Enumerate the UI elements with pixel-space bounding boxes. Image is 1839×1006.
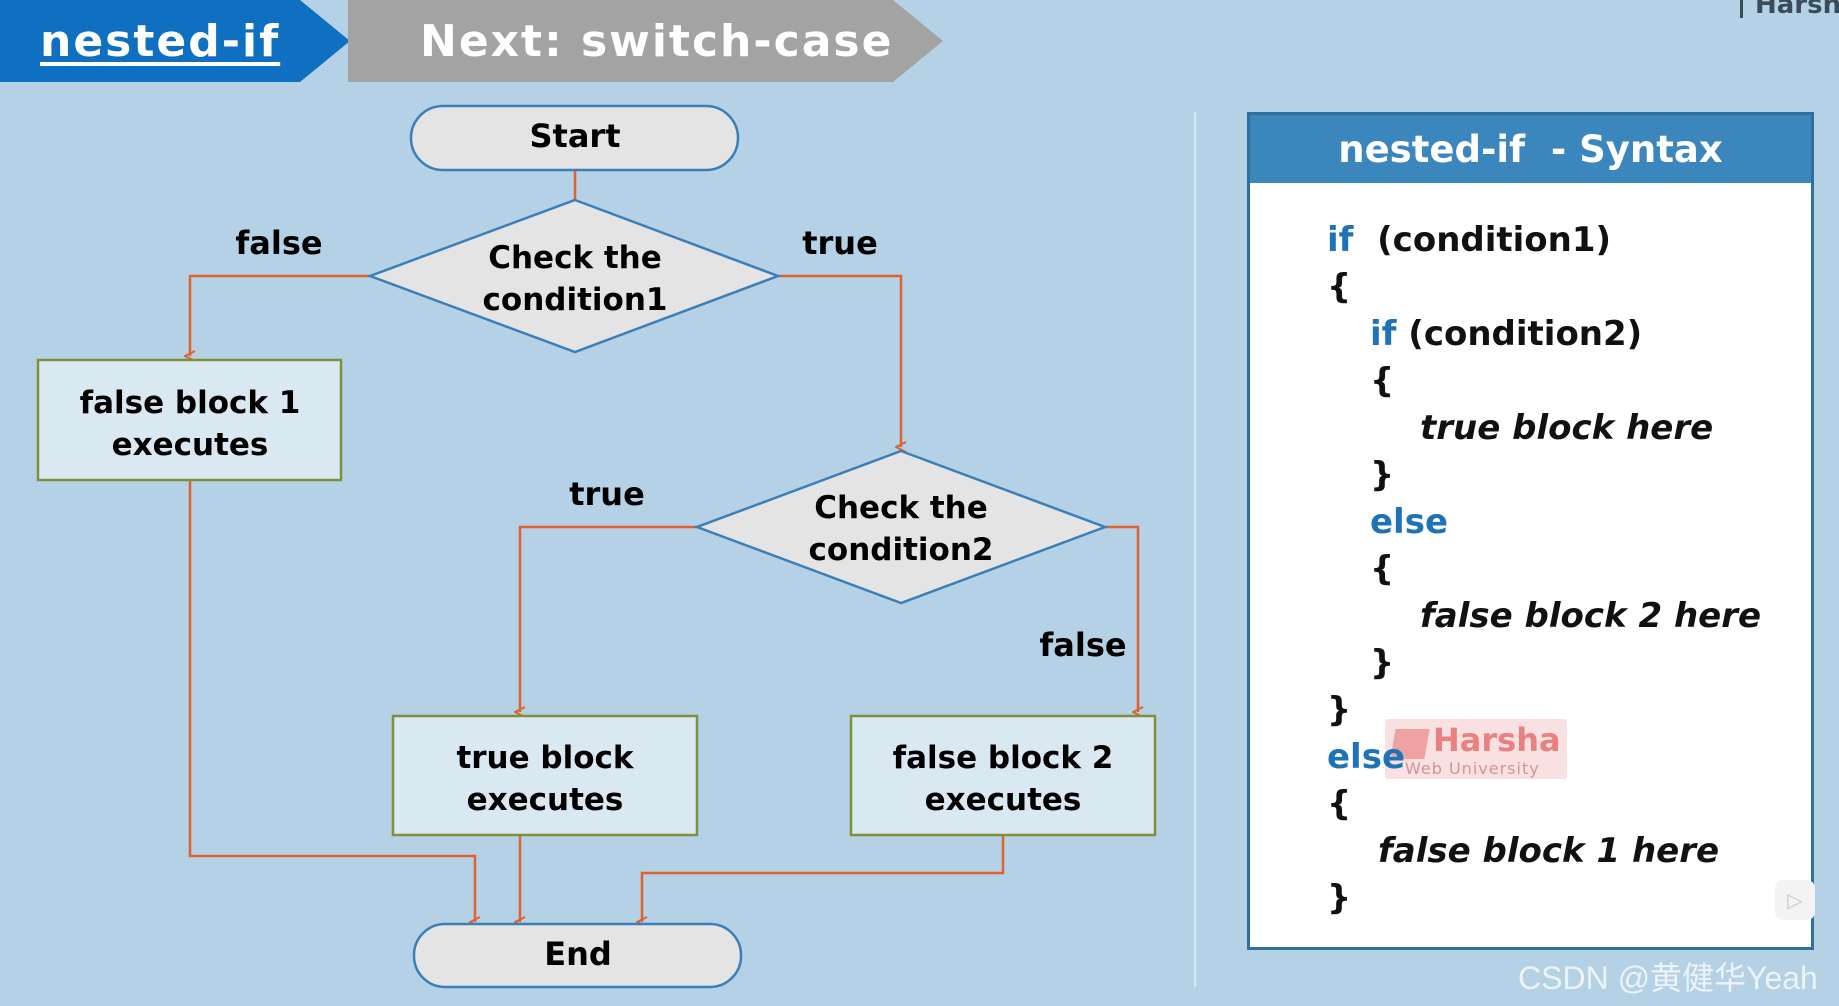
connector-d2-false [1105,525,1138,712]
false-block-2-line1: false block 2 [893,740,1114,776]
code-false-block-1: false block 1 here [1378,831,1720,871]
label-d1-true: true [802,224,878,262]
decision-condition1: Check the condition1 [366,198,782,354]
decision1-line1: Check the [488,240,662,276]
tab-nested-if[interactable]: nested-if [0,0,350,82]
code-line-if1: if (condition1) [1327,220,1611,260]
false-block-2-line2: executes [925,782,1082,818]
label-d2-false: false [1039,626,1126,664]
syntax-panel: nested-if - Syntax if (condition1) { if … [1247,112,1814,950]
code-brace: } [1327,690,1352,730]
connector-d1-false [190,274,370,356]
syntax-title: nested-if - Syntax [1250,115,1811,183]
code-true-block: true block here [1420,408,1714,448]
connector-fb2-end [642,835,1005,922]
label-d1-false: false [235,224,322,262]
watermark-subtitle: Web University [1405,759,1540,778]
false-block-1: false block 1 executes [36,358,343,482]
keyword-else: else [1370,502,1449,542]
watermark-title: Harsha [1433,721,1561,759]
tab-next-switch-case[interactable]: Next: switch-case [348,0,943,82]
code-line-if2: if (condition2) [1370,314,1642,354]
play-icon[interactable]: ▷ [1775,880,1815,920]
keyword-else: else [1327,737,1406,777]
code-brace: { [1370,549,1395,589]
code-condition2: (condition2) [1408,314,1643,354]
false-block-1-line2: executes [112,427,269,463]
start-node: Start [409,104,740,172]
decision-condition2: Check the condition2 [693,449,1109,605]
code-brace: { [1327,784,1352,824]
decision2-line1: Check the [814,490,988,526]
label-d2-true: true [569,475,645,513]
end-label: End [544,935,612,973]
csdn-watermark: CSDN @黄健华Yeah [1518,960,1818,996]
tab-nested-if-label: nested-if [40,15,281,67]
top-right-label: Harsha [1740,0,1839,18]
true-block-line2: executes [467,782,624,818]
code-brace: } [1370,455,1395,495]
connector-d1-true [778,274,901,447]
decision1-line2: condition1 [483,282,668,318]
connector-fb1-end [188,480,475,922]
code-brace: { [1370,361,1395,401]
start-label: Start [529,117,620,155]
flowchart: Start Check the condition1 Check the con… [36,104,1157,989]
false-block-2: false block 2 executes [849,714,1157,837]
divider [1194,112,1196,987]
code-brace: } [1327,878,1352,918]
code-brace: { [1327,267,1352,307]
connector-d2-true [520,525,697,712]
true-block: true block executes [391,714,699,837]
code-brace: } [1370,643,1395,683]
syntax-code: if (condition1) { if (condition2) { true… [1250,183,1811,947]
tab-next-label: Next: switch-case [420,15,894,67]
end-node: End [412,922,743,989]
decision2-line2: condition2 [809,532,994,568]
code-false-block-2: false block 2 here [1420,596,1762,636]
keyword-if: if [1370,314,1397,354]
harsha-watermark: Harsha Web University [1385,719,1567,779]
code-condition1: (condition1) [1377,220,1612,260]
keyword-if: if [1327,220,1354,260]
false-block-1-line1: false block 1 [80,385,301,421]
true-block-line1: true block [456,740,634,776]
